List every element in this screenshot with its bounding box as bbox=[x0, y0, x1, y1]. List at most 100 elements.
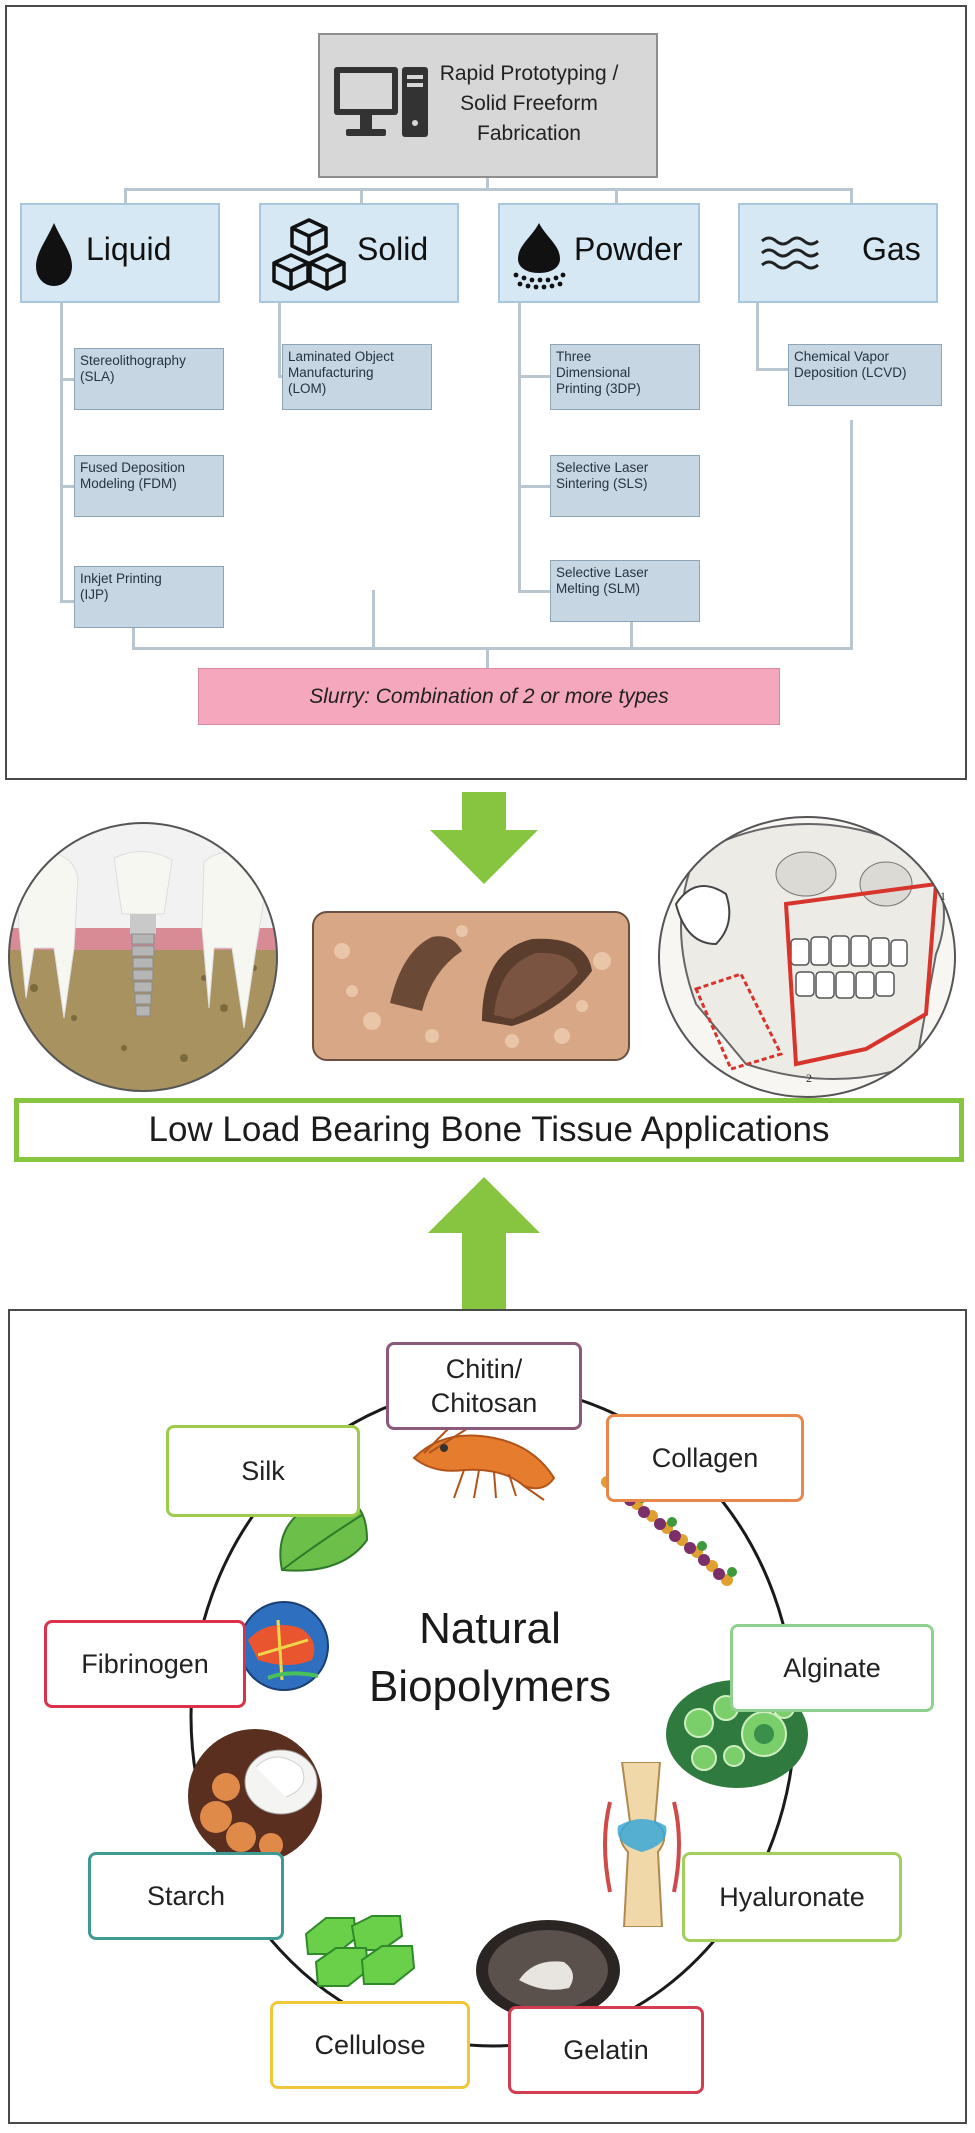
category-label: Solid bbox=[357, 231, 429, 267]
mandible-skull-image: 1 2 bbox=[656, 814, 958, 1105]
polymer-label: Collagen bbox=[651, 1443, 759, 1473]
method-line: Manufacturing bbox=[288, 365, 374, 380]
method-line: (LOM) bbox=[288, 381, 327, 396]
droplet-icon bbox=[32, 219, 76, 294]
fibrinogen-organ-icon bbox=[238, 1600, 330, 1697]
application-banner: Low Load Bearing Bone Tissue Application… bbox=[14, 1098, 964, 1162]
center-title-line: Natural bbox=[419, 1604, 561, 1653]
connector bbox=[756, 368, 788, 371]
slurry-box: Slurry: Combination of 2 or more types bbox=[198, 668, 780, 725]
polymer-collagen: Collagen bbox=[606, 1414, 804, 1502]
connector bbox=[630, 600, 633, 650]
method-fdm: Fused Deposition Modeling (FDM) bbox=[74, 455, 224, 517]
method-line: Sintering (SLS) bbox=[556, 476, 648, 491]
computer-icon bbox=[332, 63, 432, 156]
method-line: Three bbox=[556, 349, 592, 364]
method-line: Selective Laser bbox=[556, 460, 649, 475]
polymer-label: Chitosan bbox=[430, 1388, 538, 1418]
polymer-label: Cellulose bbox=[314, 2030, 426, 2060]
connector bbox=[756, 303, 759, 371]
method-line: (IJP) bbox=[80, 587, 109, 602]
connector bbox=[850, 420, 853, 650]
category-liquid: Liquid bbox=[20, 203, 220, 303]
up-arrow bbox=[426, 1175, 542, 1328]
wave-icon bbox=[760, 233, 820, 278]
method-line: (SLA) bbox=[80, 369, 115, 384]
connector bbox=[278, 303, 281, 378]
method-line: Melting (SLM) bbox=[556, 581, 641, 596]
connector bbox=[278, 375, 282, 378]
method-line: Laminated Object bbox=[288, 349, 394, 364]
method-line: Printing (3DP) bbox=[556, 381, 641, 396]
polymer-silk: Silk bbox=[166, 1425, 360, 1517]
polymer-chitin-chitosan: Chitin/ Chitosan bbox=[386, 1342, 582, 1430]
polymer-label: Gelatin bbox=[563, 2035, 649, 2065]
method-lom: Laminated Object Manufacturing (LOM) bbox=[282, 344, 432, 410]
method-line: Deposition (LCVD) bbox=[794, 365, 907, 380]
polymer-label: Alginate bbox=[783, 1653, 881, 1683]
polymer-label: Chitin/ bbox=[445, 1354, 523, 1384]
polymer-cellulose: Cellulose bbox=[270, 2001, 470, 2089]
dental-implant-image bbox=[4, 818, 282, 1101]
connector bbox=[124, 188, 852, 191]
root-title-line: Rapid Prototyping / bbox=[439, 62, 619, 85]
connector bbox=[850, 188, 853, 204]
method-ijp: Inkjet Printing (IJP) bbox=[74, 566, 224, 628]
polymer-gelatin: Gelatin bbox=[508, 2006, 704, 2094]
powder-icon bbox=[508, 217, 570, 296]
skull-mark-1: 1 bbox=[940, 889, 946, 903]
method-sla: Stereolithography (SLA) bbox=[74, 348, 224, 410]
connector bbox=[518, 375, 550, 378]
cubes-icon bbox=[269, 215, 349, 300]
connector bbox=[360, 188, 363, 204]
hyaluronate-joint-icon bbox=[600, 1761, 684, 1932]
polymer-fibrinogen: Fibrinogen bbox=[44, 1620, 246, 1708]
root-title: Rapid Prototyping / Solid Freeform Fabri… bbox=[410, 59, 648, 149]
connector bbox=[486, 178, 489, 190]
starch-bowl-icon bbox=[186, 1727, 324, 1870]
center-title: Natural Biopolymers bbox=[300, 1600, 680, 1716]
connector bbox=[60, 600, 74, 603]
method-line: Chemical Vapor bbox=[794, 349, 890, 364]
bone-defect-image bbox=[312, 911, 630, 1066]
method-line: Dimensional bbox=[556, 365, 631, 380]
polymer-alginate: Alginate bbox=[730, 1624, 934, 1712]
method-line: Selective Laser bbox=[556, 565, 649, 580]
method-lcvd: Chemical Vapor Deposition (LCVD) bbox=[788, 344, 942, 406]
root-title-line: Fabrication bbox=[477, 122, 581, 145]
polymer-label: Fibrinogen bbox=[81, 1649, 209, 1679]
method-line: Modeling (FDM) bbox=[80, 476, 177, 491]
connector bbox=[518, 303, 521, 593]
rapid-prototyping-box: Rapid Prototyping / Solid Freeform Fabri… bbox=[318, 33, 658, 178]
connector bbox=[60, 378, 74, 381]
method-sls: Selective Laser Sintering (SLS) bbox=[550, 455, 700, 517]
root-title-line: Solid Freeform bbox=[460, 92, 598, 115]
polymer-hyaluronate: Hyaluronate bbox=[682, 1852, 902, 1942]
polymer-label: Starch bbox=[146, 1881, 226, 1911]
polymer-starch: Starch bbox=[88, 1852, 284, 1940]
cellulose-blocks-icon bbox=[296, 1914, 420, 2009]
connector bbox=[124, 188, 127, 204]
connector bbox=[60, 485, 74, 488]
connector bbox=[372, 590, 375, 650]
collagen-helix-icon bbox=[592, 1470, 742, 1605]
category-powder: Powder bbox=[498, 203, 700, 303]
category-gas: Gas bbox=[738, 203, 938, 303]
center-title-line: Biopolymers bbox=[368, 1662, 612, 1711]
connector bbox=[518, 485, 550, 488]
polymer-label: Silk bbox=[241, 1456, 285, 1486]
gelatin-dish-icon bbox=[474, 1918, 622, 2027]
connector bbox=[615, 188, 618, 204]
method-line: Inkjet Printing bbox=[80, 571, 162, 586]
down-arrow bbox=[428, 792, 540, 891]
method-3dp: Three Dimensional Printing (3DP) bbox=[550, 344, 700, 410]
method-line: Fused Deposition bbox=[80, 460, 186, 475]
category-label: Gas bbox=[862, 231, 921, 267]
category-solid: Solid bbox=[259, 203, 459, 303]
connector bbox=[518, 590, 550, 593]
method-line: Stereolithography bbox=[80, 353, 186, 368]
connector bbox=[132, 628, 135, 650]
category-label: Powder bbox=[574, 231, 683, 267]
category-label: Liquid bbox=[86, 231, 172, 267]
method-slm: Selective Laser Melting (SLM) bbox=[550, 560, 700, 622]
